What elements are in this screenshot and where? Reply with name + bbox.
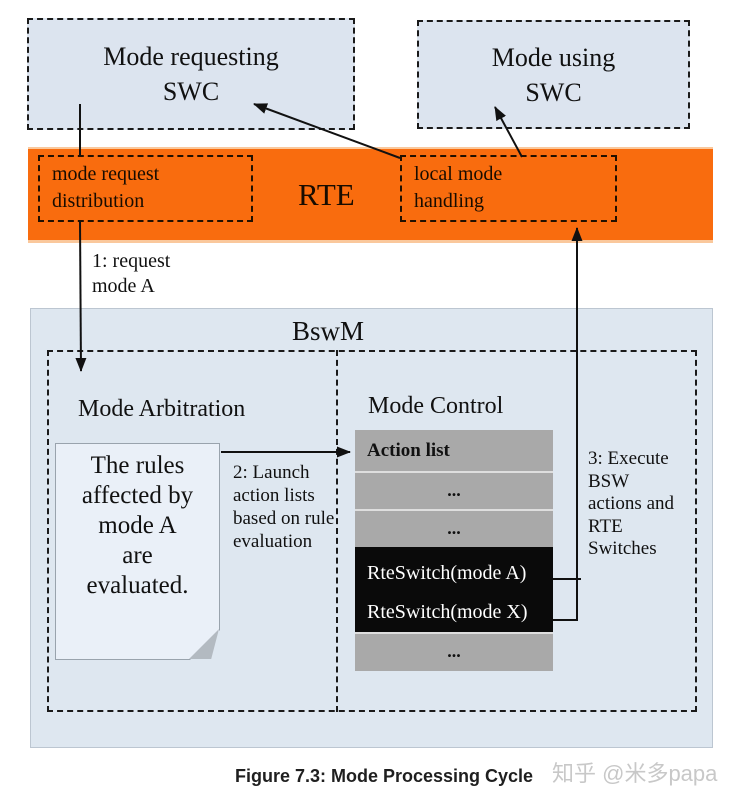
action-list-row: ... — [355, 509, 553, 547]
action-list-table: Action list ... ... RteSwitch(mode A) Rt… — [355, 430, 553, 671]
mode-control-title: Mode Control — [368, 393, 504, 419]
action-list-row-rteswitch-x: RteSwitch(mode X) — [355, 590, 553, 632]
arbitration-control-divider — [336, 350, 338, 712]
step3-label: 3: Execute BSW actions and RTE Switches — [588, 448, 675, 559]
action-list-row: ... — [355, 632, 553, 671]
step1-label: 1: request mode A — [92, 250, 171, 297]
action-list-row-rteswitch-a: RteSwitch(mode A) — [355, 547, 553, 590]
rte-band: mode request distribution RTE local mode… — [28, 147, 713, 243]
rules-evaluation-note: The rules affected by mode A are evaluat… — [55, 443, 220, 660]
mode-requesting-swc-box: Mode requesting SWC — [27, 18, 355, 130]
action-list-row: ... — [355, 471, 553, 509]
mode-using-swc-box: Mode using SWC — [417, 20, 690, 129]
mode-arbitration-title: Mode Arbitration — [78, 396, 246, 422]
bswm-title: BswM — [292, 316, 365, 346]
mode-request-distribution-box: mode request distribution — [38, 155, 253, 222]
watermark: 知乎 @米多papa — [552, 761, 718, 786]
rte-label: RTE — [298, 177, 355, 212]
action-list-header: Action list — [355, 430, 553, 471]
arbitration-control-dashed-box — [47, 350, 697, 712]
local-mode-handling-box: local mode handling — [400, 155, 617, 222]
figure-caption: Figure 7.3: Mode Processing Cycle — [234, 766, 534, 786]
step2-label: 2: Launch action lists based on rule eva… — [233, 462, 335, 552]
